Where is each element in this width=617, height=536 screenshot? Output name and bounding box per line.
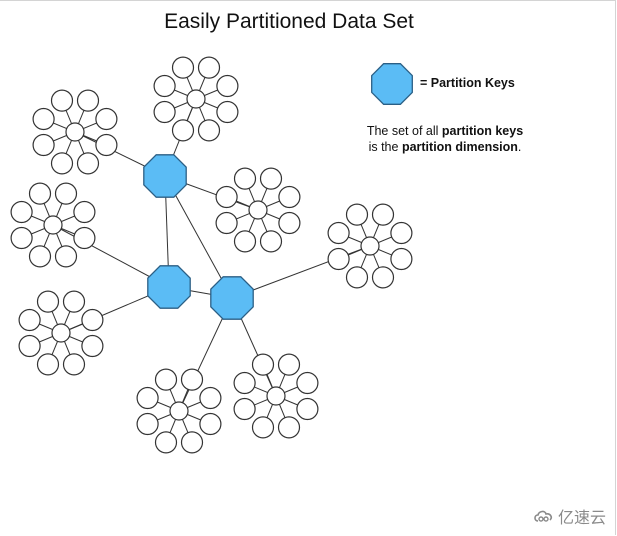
data-node bbox=[50, 152, 74, 175]
data-node bbox=[153, 74, 176, 98]
legend-description: The set of all partition keys is the par… bbox=[340, 123, 550, 155]
legend-desc-text-1: The set of all bbox=[366, 124, 442, 138]
data-node bbox=[259, 167, 283, 190]
data-node bbox=[199, 386, 222, 410]
data-node bbox=[76, 89, 100, 112]
data-node bbox=[153, 100, 176, 124]
data-node bbox=[28, 245, 52, 268]
data-node bbox=[371, 203, 395, 226]
data-node bbox=[62, 353, 86, 376]
partition-key-right bbox=[210, 276, 254, 320]
legend-desc-text-2: is the bbox=[368, 140, 402, 154]
data-node bbox=[36, 353, 60, 376]
cluster-lower-left-hub bbox=[51, 323, 71, 343]
partition-key-top bbox=[143, 154, 187, 198]
data-node bbox=[28, 182, 52, 205]
cluster-top-left-hub bbox=[65, 122, 85, 142]
data-node bbox=[233, 371, 256, 395]
data-node bbox=[233, 230, 257, 253]
data-node bbox=[171, 119, 195, 142]
data-node bbox=[215, 185, 238, 209]
diagram-title: Easily Partitioned Data Set bbox=[164, 10, 414, 33]
data-node bbox=[10, 226, 33, 250]
data-node bbox=[62, 290, 86, 313]
data-node bbox=[216, 100, 239, 124]
legend-desc-bold-1: partition keys bbox=[441, 124, 524, 138]
data-node bbox=[154, 431, 178, 454]
data-node bbox=[18, 308, 41, 332]
data-node bbox=[259, 230, 283, 253]
data-node bbox=[296, 371, 319, 395]
data-node bbox=[345, 266, 369, 289]
data-node bbox=[216, 74, 239, 98]
data-node bbox=[197, 56, 221, 79]
data-node bbox=[18, 334, 41, 358]
data-node bbox=[278, 211, 301, 235]
legend-key-label: = Partition Keys bbox=[420, 76, 515, 90]
data-node bbox=[81, 308, 104, 332]
data-node bbox=[327, 221, 350, 245]
data-node bbox=[32, 107, 55, 131]
data-node bbox=[197, 119, 221, 142]
cloud-logo-icon bbox=[534, 510, 553, 522]
data-node bbox=[199, 412, 222, 436]
data-node bbox=[233, 167, 257, 190]
cluster-bottom-left-hub bbox=[169, 401, 189, 421]
data-node bbox=[76, 152, 100, 175]
data-node bbox=[215, 211, 238, 235]
data-node bbox=[251, 353, 275, 376]
data-node bbox=[136, 412, 159, 436]
partition-key-left bbox=[147, 265, 191, 309]
data-node bbox=[154, 368, 178, 391]
cluster-left-hub bbox=[43, 215, 63, 235]
data-node bbox=[277, 353, 301, 376]
cluster-top-hub bbox=[186, 89, 206, 109]
data-node bbox=[296, 397, 319, 421]
data-node bbox=[327, 247, 350, 271]
data-node bbox=[81, 334, 104, 358]
data-node bbox=[390, 221, 413, 245]
watermark-text: 亿速云 bbox=[558, 510, 607, 527]
data-node bbox=[50, 89, 74, 112]
data-node bbox=[278, 185, 301, 209]
data-node bbox=[73, 226, 96, 250]
data-node bbox=[10, 200, 33, 224]
data-node bbox=[251, 416, 275, 439]
data-node bbox=[54, 182, 78, 205]
data-node bbox=[371, 266, 395, 289]
edge-key-top-key-right bbox=[164, 175, 233, 299]
legend-partition-key-icon bbox=[371, 63, 413, 105]
data-node bbox=[171, 56, 195, 79]
cluster-center-right-hub bbox=[248, 200, 268, 220]
legend-desc-text-3: . bbox=[517, 140, 522, 154]
data-node bbox=[390, 247, 413, 271]
data-node bbox=[95, 133, 118, 157]
cluster-bottom-right-hub bbox=[266, 386, 286, 406]
data-node bbox=[180, 431, 204, 454]
data-node bbox=[95, 107, 118, 131]
data-node bbox=[233, 397, 256, 421]
data-node bbox=[180, 368, 204, 391]
legend-desc-bold-2: partition dimension bbox=[401, 140, 518, 154]
data-node bbox=[136, 386, 159, 410]
watermark: 亿速云 bbox=[533, 504, 606, 528]
data-node bbox=[345, 203, 369, 226]
data-node bbox=[73, 200, 96, 224]
data-node bbox=[32, 133, 55, 157]
data-node bbox=[277, 416, 301, 439]
data-node bbox=[54, 245, 78, 268]
cluster-far-right-hub bbox=[360, 236, 380, 256]
data-node bbox=[36, 290, 60, 313]
